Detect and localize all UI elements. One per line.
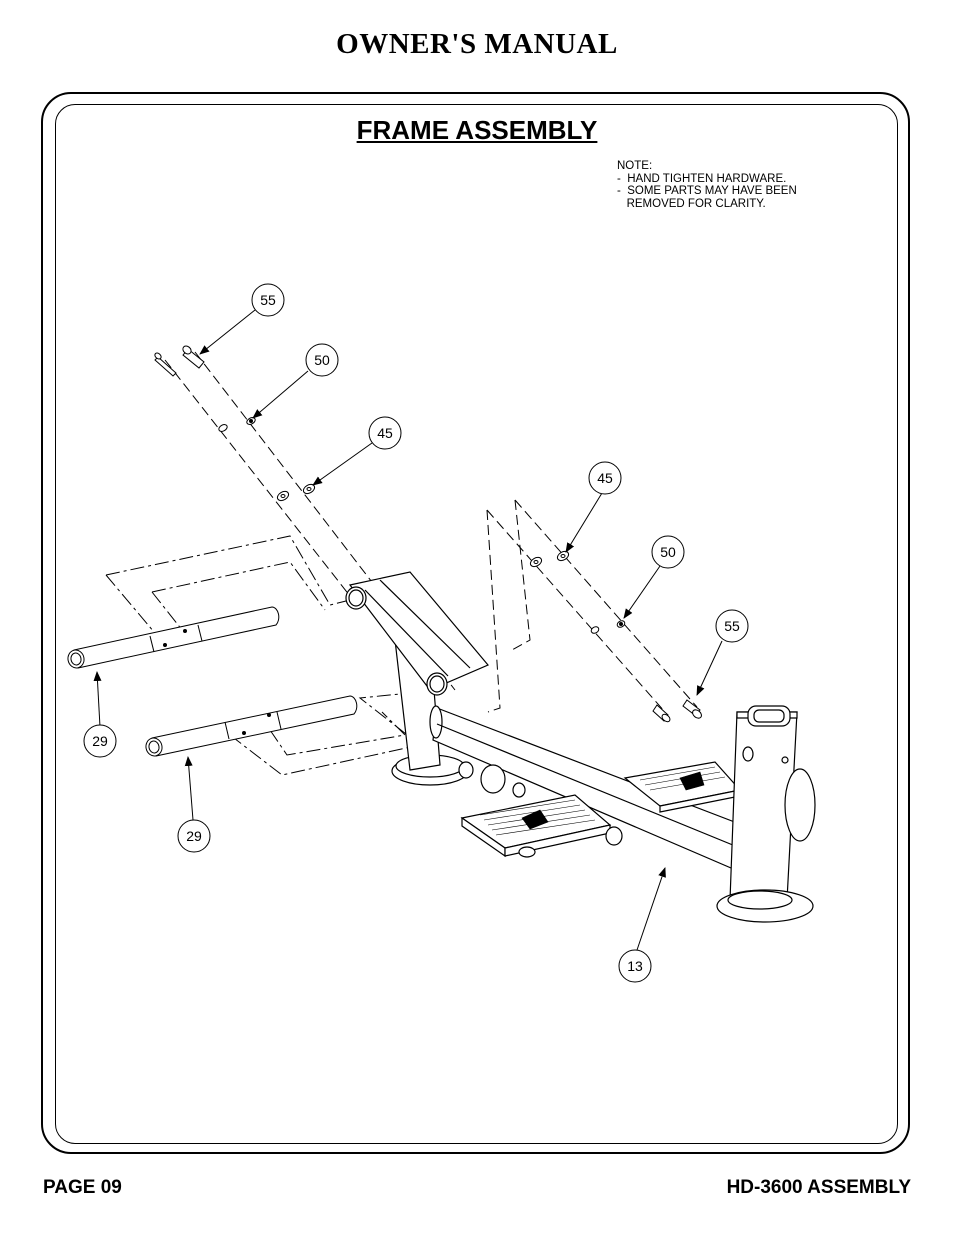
spacer-45-right	[529, 550, 570, 568]
callout-bubbles	[83, 283, 749, 983]
assembly-line-right	[486, 499, 698, 713]
page-border-outer	[41, 92, 910, 1154]
callout-45-right: 45	[597, 470, 613, 486]
axle-tube-upper	[67, 606, 280, 669]
note-heading: NOTE:	[617, 160, 653, 172]
main-frame	[345, 571, 816, 923]
note-line-1: - HAND TIGHTEN HARDWARE.	[617, 172, 787, 185]
manual-title: OWNER'S MANUAL	[336, 28, 618, 60]
page-border-inner	[55, 104, 898, 1144]
note-line-2: - SOME PARTS MAY HAVE BEEN	[617, 185, 797, 197]
pedal-tread	[479, 766, 726, 836]
section-title: FRAME ASSEMBLY	[356, 115, 598, 145]
bolt-55-right	[652, 699, 702, 723]
callout-50-left: 50	[314, 352, 330, 368]
note-line-3: REMOVED FOR CLARITY.	[617, 197, 766, 210]
bolt-55-left	[154, 345, 205, 377]
spacer-45-left	[276, 483, 316, 502]
washer-50-right	[590, 620, 626, 634]
assembly-note: NOTE: - HAND TIGHTEN HARDWARE. - SOME PA…	[617, 160, 797, 210]
callout-29-upper: 29	[92, 733, 108, 749]
model-label: HD-3600 ASSEMBLY	[726, 1177, 911, 1198]
callout-45-left: 45	[377, 425, 393, 441]
washer-50-left	[218, 417, 256, 432]
page-number: PAGE 09	[43, 1177, 122, 1198]
callout-29-lower: 29	[186, 828, 202, 844]
callout-arrows	[93, 309, 723, 951]
callout-50-right: 50	[660, 544, 676, 560]
callout-55-right: 55	[724, 618, 740, 634]
callout-55-left: 55	[260, 292, 276, 308]
axle-tube-lower	[145, 695, 358, 757]
callout-13: 13	[627, 958, 643, 974]
assembly-line-left	[164, 351, 456, 691]
